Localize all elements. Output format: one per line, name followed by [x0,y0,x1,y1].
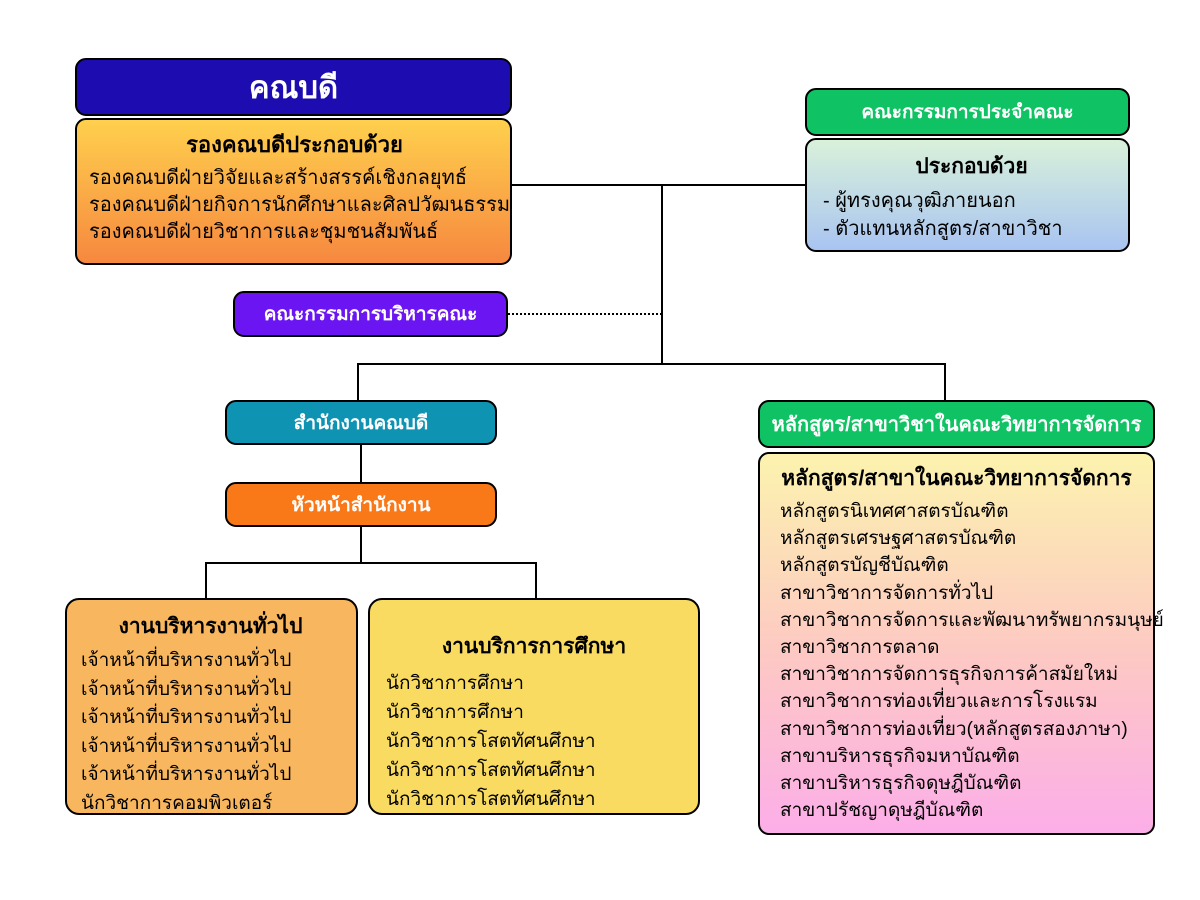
programs-header: หลักสูตร/สาขาวิชาในคณะวิทยาการจัดการ [758,400,1155,448]
list-item: รองคณบดีฝ่ายวิจัยและสร้างสรรค์เชิงกลยุทธ… [89,167,468,189]
connector-dean-to-committee [512,184,805,186]
list-item: นักวิชาการโสตทัศนศึกษา [386,789,596,810]
list-item: นักวิชาการศึกษา [386,673,524,694]
list-item: เจ้าหน้าที่บริหารงานทั่วไป [81,707,292,728]
faculty-committee-header: คณะกรรมการประจำคณะ [805,88,1130,136]
connector-lower-horizontal [357,363,946,365]
programs-box: หลักสูตร/สาขาในคณะวิทยาการจัดการ หลักสูต… [758,452,1164,835]
connector-drop-general-admin [205,562,207,598]
connector-main-vertical [661,184,663,364]
list-item: นักวิชาการศึกษา [386,702,524,723]
list-item: สาขาวิชาการจัดการและพัฒนาทรัพยากรมนุษย์ [780,609,1164,631]
faculty-committee-title: คณะกรรมการประจำคณะ [861,102,1074,123]
list-item: นักวิชาการโสตทัศนศึกษา [386,760,596,781]
list-item: เจ้าหน้าที่บริหารงานทั่วไป [81,650,292,671]
list-item: สาขาปรัชญาดุษฎีบัณฑิต [780,800,984,822]
office-head-box: หัวหน้าสำนักงาน [225,482,497,527]
list-item: รองคณบดีฝ่ายวิชาการและชุมชนสัมพันธ์ [89,221,439,243]
dean-office-box: สำนักงานคณบดี [225,400,497,445]
vice-deans-box: รองคณบดีประกอบด้วย รองคณบดีฝ่ายวิจัยและส… [75,118,512,265]
connector-office-to-head [360,445,362,482]
list-item: หลักสูตรบัญชีบัณฑิต [780,555,949,577]
connector-drop-education [535,562,537,598]
list-item: หลักสูตรเศรษฐศาสตรบัณฑิต [780,528,1017,550]
list-item: สาขาวิชาการจัดการธุรกิจการค้าสมัยใหม่ [780,664,1119,686]
list-item: เจ้าหน้าที่บริหารงานทั่วไป [81,764,292,785]
connector-split-horizontal [205,562,536,564]
programs-header-label: หลักสูตร/สาขาวิชาในคณะวิทยาการจัดการ [771,414,1142,436]
list-item: สาขาบริหารธุรกิจดุษฎีบัณฑิต [780,773,1022,795]
list-item: รองคณบดีฝ่ายกิจการนักศึกษาและศิลปวัฒนธรร… [89,194,511,216]
list-item: สาขาวิชาการท่องเที่ยว(หลักสูตรสองภาษา) [780,718,1128,740]
dean-office-label: สำนักงานคณบดี [293,412,429,434]
connector-executive-dotted [508,313,662,315]
education-service-box: งานบริการการศึกษา นักวิชาการศึกษา นักวิช… [368,598,700,815]
programs-subheader: หลักสูตร/สาขาในคณะวิทยาการจัดการ [781,467,1132,490]
list-item: หลักสูตรนิเทศศาสตรบัณฑิต [780,501,1009,522]
executive-committee-box: คณะกรรมการบริหารคณะ [233,291,508,337]
list-item: เจ้าหน้าที่บริหารงานทั่วไป [81,678,292,700]
list-item: - ตัวแทนหลักสูตร/สาขาวิชา [823,218,1063,240]
general-admin-header: งานบริหารงานทั่วไป [118,615,303,638]
list-item: - ผู้ทรงคุณวุฒิภายนอก [823,190,1016,212]
dean-title: คณบดี [248,70,339,105]
dean-box: คณบดี [75,58,512,116]
education-service-header: งานบริการการศึกษา [441,635,627,658]
executive-committee-label: คณะกรรมการบริหารคณะ [263,304,478,325]
list-item: สาขาบริหารธุรกิจมหาบัณฑิต [780,745,1020,767]
connector-drop-programs [944,363,946,400]
list-item: นักวิชาการโสตทัศนศึกษา [386,731,596,752]
list-item: นักวิชาการคอมพิวเตอร์ [81,792,273,814]
faculty-committee-subheader: ประกอบด้วย [915,155,1028,178]
list-item: สาขาวิชาการตลาด [780,637,940,659]
faculty-committee-box: ประกอบด้วย - ผู้ทรงคุณวุฒิภายนอก - ตัวแท… [805,138,1130,252]
list-item: สาขาวิชาการจัดการทั่วไป [780,582,994,604]
office-head-label: หัวหน้าสำนักงาน [291,494,431,516]
general-admin-box: งานบริหารงานทั่วไป เจ้าหน้าที่บริหารงานท… [65,598,358,815]
vice-deans-header: รองคณบดีประกอบด้วย [186,132,403,157]
list-item: เจ้าหน้าที่บริหารงานทั่วไป [81,735,292,757]
list-item: สาขาวิชาการท่องเที่ยวและการโรงแรม [780,691,1098,713]
connector-drop-dean-office [357,363,359,400]
connector-head-down [360,527,362,563]
